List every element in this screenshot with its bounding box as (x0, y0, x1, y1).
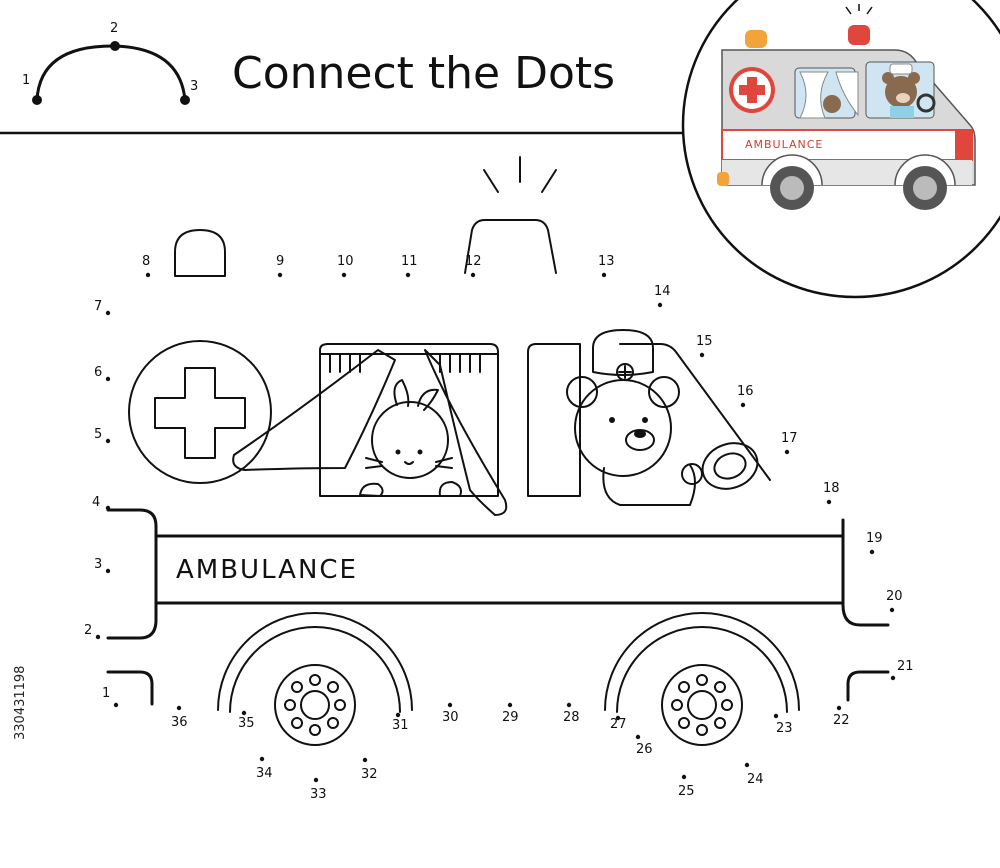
dot-8 (145, 272, 151, 278)
dot-15 (699, 352, 705, 358)
dot-label-8: 8 (142, 254, 150, 269)
dot-35 (241, 710, 247, 716)
dot-32 (362, 757, 368, 763)
dot-label-4: 4 (92, 495, 100, 510)
dot-28 (566, 702, 572, 708)
dot-5 (105, 438, 111, 444)
dot-label-29: 29 (502, 710, 519, 725)
dot-21 (890, 675, 896, 681)
dot-23 (773, 713, 779, 719)
dot-label-14: 14 (654, 284, 671, 299)
page-title: Connect the Dots (232, 48, 615, 99)
dot-2 (95, 634, 101, 640)
vehicle-label: AMBULANCE (176, 555, 358, 585)
dot-36 (176, 705, 182, 711)
dot-1 (113, 702, 119, 708)
dot-label-27: 27 (610, 717, 627, 732)
dot-label-13: 13 (598, 254, 615, 269)
dot-label-19: 19 (866, 531, 883, 546)
dot-24 (744, 762, 750, 768)
cross-icon (128, 340, 272, 484)
dot-4 (105, 505, 111, 511)
dot-30 (447, 702, 453, 708)
preview-circle: AMBULANCE (681, 0, 1000, 299)
dot-6 (105, 376, 111, 382)
dot-7 (105, 310, 111, 316)
dot-label-1: 1 (102, 686, 110, 701)
dot-label-3: 3 (94, 557, 102, 572)
dot-26 (635, 734, 641, 740)
dot-label-12: 12 (465, 254, 482, 269)
dot-27 (615, 715, 621, 721)
dot-label-9: 9 (276, 254, 284, 269)
steering-wheel-icon (701, 442, 759, 490)
dot-3 (105, 568, 111, 574)
dot-label-11: 11 (401, 254, 418, 269)
dot-label-6: 6 (94, 365, 102, 380)
dot-label-35: 35 (238, 716, 255, 731)
example-label-3: 3 (190, 79, 198, 94)
dot-label-7: 7 (94, 299, 102, 314)
dot-label-36: 36 (171, 715, 188, 730)
example-arc: 1 2 3 (22, 21, 198, 105)
dot-22 (836, 705, 842, 711)
dot-9 (277, 272, 283, 278)
dot-31 (395, 712, 401, 718)
dot-label-32: 32 (361, 767, 378, 782)
dot-label-18: 18 (823, 481, 840, 496)
example-label-2: 2 (110, 21, 118, 36)
dot-label-26: 26 (636, 742, 653, 757)
dot-label-16: 16 (737, 384, 754, 399)
dot-16 (740, 402, 746, 408)
dot-label-23: 23 (776, 721, 793, 736)
dot-13 (601, 272, 607, 278)
dot-label-31: 31 (392, 718, 409, 733)
dot-label-15: 15 (696, 334, 713, 349)
dot-label-2: 2 (84, 623, 92, 638)
dot-label-21: 21 (897, 659, 914, 674)
dot-14 (657, 302, 663, 308)
dot-label-25: 25 (678, 784, 695, 799)
dot-17 (784, 449, 790, 455)
dot-11 (405, 272, 411, 278)
preview-vehicle-label: AMBULANCE (745, 138, 823, 151)
dot-25 (681, 774, 687, 780)
dot-label-5: 5 (94, 427, 102, 442)
wheel-icon (604, 612, 800, 746)
wheel-icon (217, 612, 413, 746)
dot-label-10: 10 (337, 254, 354, 269)
siren-icon (174, 156, 557, 277)
dot-10 (341, 272, 347, 278)
dot-label-33: 33 (310, 787, 327, 802)
dot-34 (259, 756, 265, 762)
vehicle-body: AMBULANCE (106, 508, 890, 640)
dot-label-30: 30 (442, 710, 459, 725)
dot-12 (470, 272, 476, 278)
stock-id: 330431198 (13, 666, 28, 740)
dot-label-20: 20 (886, 589, 903, 604)
dot-19 (869, 549, 875, 555)
dot-label-28: 28 (563, 710, 580, 725)
dot-label-17: 17 (781, 431, 798, 446)
dot-18 (826, 499, 832, 505)
dot-label-22: 22 (833, 713, 850, 728)
dot-label-24: 24 (747, 772, 764, 787)
dot-label-34: 34 (256, 766, 273, 781)
driver-window (527, 329, 771, 506)
dot-29 (507, 702, 513, 708)
dot-33 (313, 777, 319, 783)
dot-20 (889, 607, 895, 613)
rear-window (232, 343, 508, 516)
example-label-1: 1 (22, 73, 30, 88)
